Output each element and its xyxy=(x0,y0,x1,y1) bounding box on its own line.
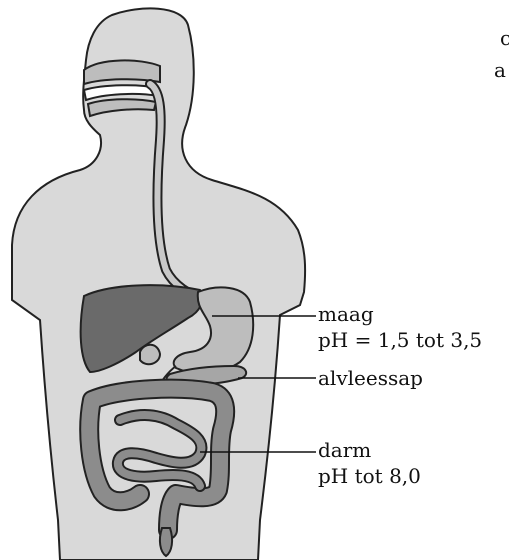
label-darm: darm xyxy=(318,440,371,460)
label-alvleessap: alvleessap xyxy=(318,368,423,388)
gallbladder xyxy=(140,345,160,365)
label-darm-ph: pH tot 8,0 xyxy=(318,466,421,486)
rectum xyxy=(160,528,172,556)
corner-text-bottom: a xyxy=(494,60,506,80)
label-maag-ph: pH = 1,5 tot 3,5 xyxy=(318,330,482,350)
corner-text-top: c xyxy=(500,28,509,48)
label-maag: maag xyxy=(318,304,374,324)
